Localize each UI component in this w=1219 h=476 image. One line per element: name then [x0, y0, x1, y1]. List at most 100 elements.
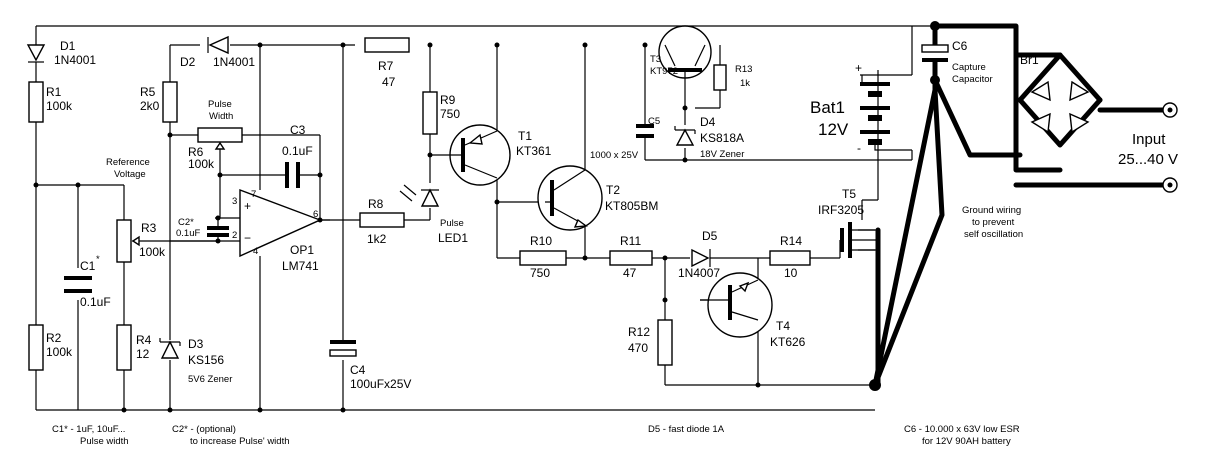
label-op-pin4: 4	[253, 246, 258, 257]
label-r3: R3	[141, 221, 157, 235]
note-c1-2: Pulse width	[80, 436, 129, 447]
capacitor-c1-symbol	[64, 276, 92, 293]
label-r10-val: 750	[530, 266, 550, 280]
label-led-1: Pulse	[440, 218, 464, 229]
label-d5-type: 1N4007	[678, 266, 720, 280]
label-c6: C6	[952, 39, 968, 53]
label-op-plus: +	[244, 199, 251, 213]
mosfet-t5-symbol	[840, 222, 878, 258]
label-d5: D5	[702, 229, 718, 243]
label-r1-val: 100k	[46, 99, 73, 113]
label-r8: R8	[368, 197, 384, 211]
label-t4: T4	[776, 319, 790, 333]
label-pulse-width-2: Width	[209, 111, 233, 122]
footnotes: C1* - 1uF, 10uF... Pulse width C2* - (op…	[52, 424, 1020, 447]
diode-d2-symbol	[207, 35, 229, 55]
label-t1-type: KT361	[516, 144, 552, 158]
label-op1: OP1	[290, 243, 314, 257]
transistor-t4-symbol	[700, 272, 773, 338]
note-c6-1: C6 - 10.000 x 63V low ESR	[904, 424, 1020, 435]
label-r11: R11	[620, 234, 641, 248]
label-d1-type: 1N4001	[54, 53, 96, 67]
power-wiring	[872, 23, 1173, 388]
resistor-r4-symbol	[116, 324, 132, 371]
label-c4: C4	[350, 363, 366, 377]
zener-d4-symbol	[674, 126, 696, 146]
capacitor-c3-symbol	[285, 162, 300, 188]
label-c1-val: 0.1uF	[80, 295, 111, 309]
resistor-r2-symbol	[28, 324, 44, 371]
label-bat-voltage: 12V	[818, 120, 849, 139]
label-c2: C2*	[178, 217, 194, 228]
label-r3-val: 100k	[139, 245, 166, 259]
label-t2: T2	[606, 183, 620, 197]
label-d1: D1	[60, 39, 76, 53]
label-t3-type: KT972	[650, 66, 678, 77]
label-r7: R7	[378, 59, 394, 73]
resistor-r12-symbol	[657, 319, 673, 366]
label-input-1: Input	[1132, 131, 1166, 148]
resistor-r8-symbol	[359, 212, 405, 228]
label-r6: R6	[188, 145, 204, 159]
capacitor-c4-symbol	[329, 340, 357, 357]
label-d3-desc: 5V6 Zener	[188, 374, 232, 385]
label-ref-2: Voltage	[114, 169, 146, 180]
label-br1: Br1	[1020, 53, 1039, 67]
resistor-r9-symbol	[422, 91, 438, 135]
label-d4-desc: 18V Zener	[700, 149, 744, 160]
label-t1: T1	[518, 129, 532, 143]
label-r9-val: 750	[440, 107, 460, 121]
bridge-br1-symbol	[1030, 80, 1090, 134]
capacitor-c6-symbol	[921, 44, 949, 83]
label-op-pin6: 6	[313, 209, 318, 220]
transistor-t1-symbol	[448, 124, 511, 186]
label-t3: T3	[650, 54, 661, 65]
junction-dots	[33, 21, 940, 413]
label-r6-val: 100k	[188, 157, 215, 171]
resistor-r5-symbol	[162, 81, 178, 123]
diode-d1-symbol	[26, 44, 46, 63]
label-d2-type: 1N4001	[213, 55, 255, 69]
label-r8-val: 1k2	[367, 232, 387, 246]
note-d5: D5 - fast diode 1A	[648, 424, 725, 435]
label-r9: R9	[440, 93, 456, 107]
label-ground-2: to prevent	[972, 217, 1015, 228]
label-r10: R10	[530, 234, 552, 248]
label-t2-type: KT805BM	[605, 199, 658, 213]
label-op-pin3: 3	[232, 196, 237, 207]
label-d3: D3	[188, 337, 204, 351]
label-d4: D4	[700, 115, 716, 129]
note-c6-2: for 12V 90AH battery	[922, 436, 1011, 447]
label-t5: T5	[842, 187, 856, 201]
potentiometer-r3-symbol	[116, 219, 140, 263]
label-r2: R2	[46, 331, 62, 345]
label-d2: D2	[180, 55, 196, 69]
label-pulse-width-1: Pulse	[208, 99, 232, 110]
label-r13-val: 1k	[740, 78, 750, 89]
label-bat1: Bat1	[810, 98, 845, 117]
resistor-r11-symbol	[609, 250, 653, 266]
resistor-r13-symbol	[713, 64, 727, 91]
resistor-r7-symbol	[364, 37, 410, 53]
component-labels: D1 1N4001 R1 100k R2 100k C1 * 0.1uF Ref…	[46, 39, 1178, 391]
label-r14-val: 10	[784, 266, 798, 280]
label-r14: R14	[780, 234, 802, 248]
label-op-pin2: 2	[232, 230, 237, 241]
label-capture-2: Capacitor	[952, 74, 993, 85]
label-c3-val: 0.1uF	[282, 144, 313, 158]
label-c1: C1	[80, 259, 96, 273]
transistor-t3-symbol	[658, 25, 712, 79]
label-r4: R4	[136, 333, 152, 347]
capacitor-c2-symbol	[207, 226, 229, 237]
note-c1-1: C1* - 1uF, 10uF...	[52, 424, 125, 435]
label-c2-val: 0.1uF	[176, 228, 200, 239]
potentiometer-r6-symbol	[197, 127, 243, 150]
opamp-op1-symbol	[239, 188, 322, 258]
label-op-minus: −	[244, 231, 251, 245]
label-r5: R5	[140, 85, 156, 99]
label-op1-type: LM741	[282, 259, 319, 273]
label-t5-type: IRF3205	[818, 203, 864, 217]
label-input-2: 25...40 V	[1118, 151, 1178, 168]
label-capture-1: Capture	[952, 62, 986, 73]
